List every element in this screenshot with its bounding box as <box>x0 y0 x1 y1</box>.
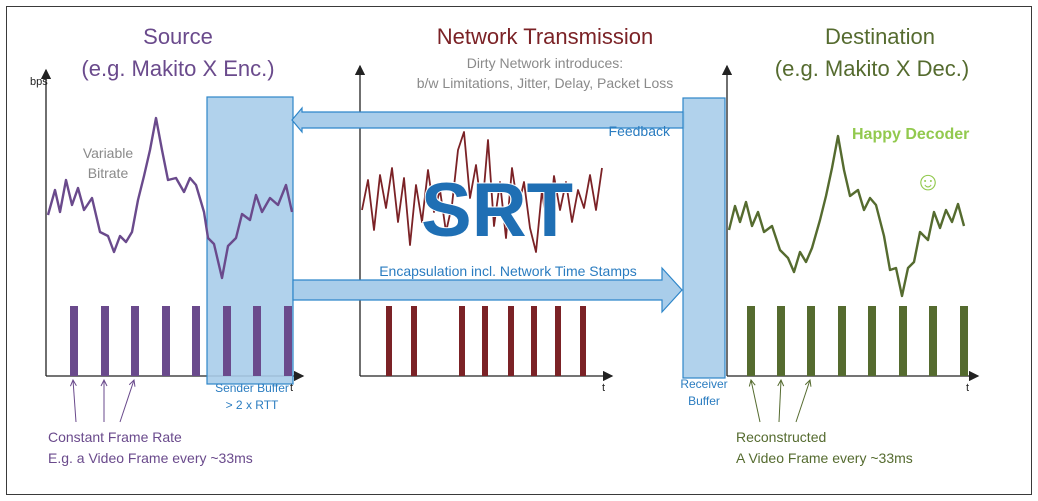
network-bitrate-line <box>361 131 603 253</box>
receiver-buffer-label-line2: Buffer <box>688 394 720 408</box>
encapsulation-label: Encapsulation incl. Network Time Stamps <box>379 263 637 279</box>
source-frame-note-line1: Constant Frame Rate <box>48 429 182 445</box>
network-packet-bar <box>580 306 586 376</box>
destination-frame-note-line1: Reconstructed <box>736 429 826 445</box>
encapsulation-arrow <box>292 266 683 314</box>
sender-buffer <box>206 96 294 385</box>
source-frame-bar <box>284 306 292 376</box>
receiver-buffer-label-line1: Receiver <box>680 377 727 391</box>
network-note-line1: Dirty Network introduces: <box>467 55 623 71</box>
network-packet-bar <box>531 306 537 376</box>
destination-axis-t: t <box>966 382 969 394</box>
receiver-buffer <box>682 97 726 379</box>
network-packet-bar <box>386 306 392 376</box>
source-frame-bar <box>253 306 261 376</box>
destination-frame-bar <box>777 306 785 376</box>
destination-subtitle: (e.g. Makito X Dec.) <box>775 56 969 81</box>
destination-frame-bar <box>838 306 846 376</box>
source-frame-bar <box>162 306 170 376</box>
destination-frame-bar <box>960 306 968 376</box>
destination-frame-bar <box>899 306 907 376</box>
source-frame-bar <box>70 306 78 376</box>
destination-frame-bar <box>929 306 937 376</box>
destination-frame-note-line2: A Video Frame every ~33ms <box>736 450 913 466</box>
network-packet-bars <box>386 306 586 376</box>
feedback-arrow <box>291 106 685 134</box>
bitrate-note-line1: Variable <box>83 145 134 161</box>
network-axis-t: t <box>602 382 605 394</box>
destination-title: Destination <box>825 24 935 49</box>
source-title: Source <box>143 24 213 49</box>
smiley-icon: ☺ <box>915 166 942 196</box>
network-packet-bar <box>411 306 417 376</box>
feedback-label: Feedback <box>609 123 671 139</box>
source-bitrate-line <box>46 116 294 280</box>
network-title: Network Transmission <box>437 24 653 49</box>
network-packet-bar <box>482 306 488 376</box>
bitrate-note-line2: Bitrate <box>88 165 129 181</box>
source-frame-bar <box>223 306 231 376</box>
srt-logo: SRT <box>421 168 573 253</box>
sender-buffer-label-line2: > 2 x RTT <box>226 398 279 412</box>
destination-frame-bar <box>747 306 755 376</box>
source-frame-bars <box>70 306 292 376</box>
source-frame-bar <box>192 306 200 376</box>
destination-frame-bar <box>868 306 876 376</box>
source-frame-bar <box>101 306 109 376</box>
source-frame-note-line2: E.g. a Video Frame every ~33ms <box>48 450 253 466</box>
diagram-frame <box>6 6 1032 495</box>
source-frame-pointers <box>73 380 134 423</box>
destination-frame-bar <box>807 306 815 376</box>
destination-frame-pointers <box>751 380 810 423</box>
happy-decoder-label: Happy Decoder <box>852 126 969 143</box>
network-packet-bar <box>555 306 561 376</box>
sender-buffer-label-line1: Sender Buffer <box>215 381 289 395</box>
source-frame-bar <box>131 306 139 376</box>
source-axis-t: t <box>290 382 293 394</box>
network-packet-bar <box>459 306 465 376</box>
destination-frame-bars <box>747 306 968 376</box>
network-packet-bar <box>508 306 514 376</box>
network-note-line2: b/w Limitations, Jitter, Delay, Packet L… <box>417 75 674 91</box>
source-subtitle: (e.g. Makito X Enc.) <box>81 56 274 81</box>
destination-bitrate-line <box>727 134 966 298</box>
